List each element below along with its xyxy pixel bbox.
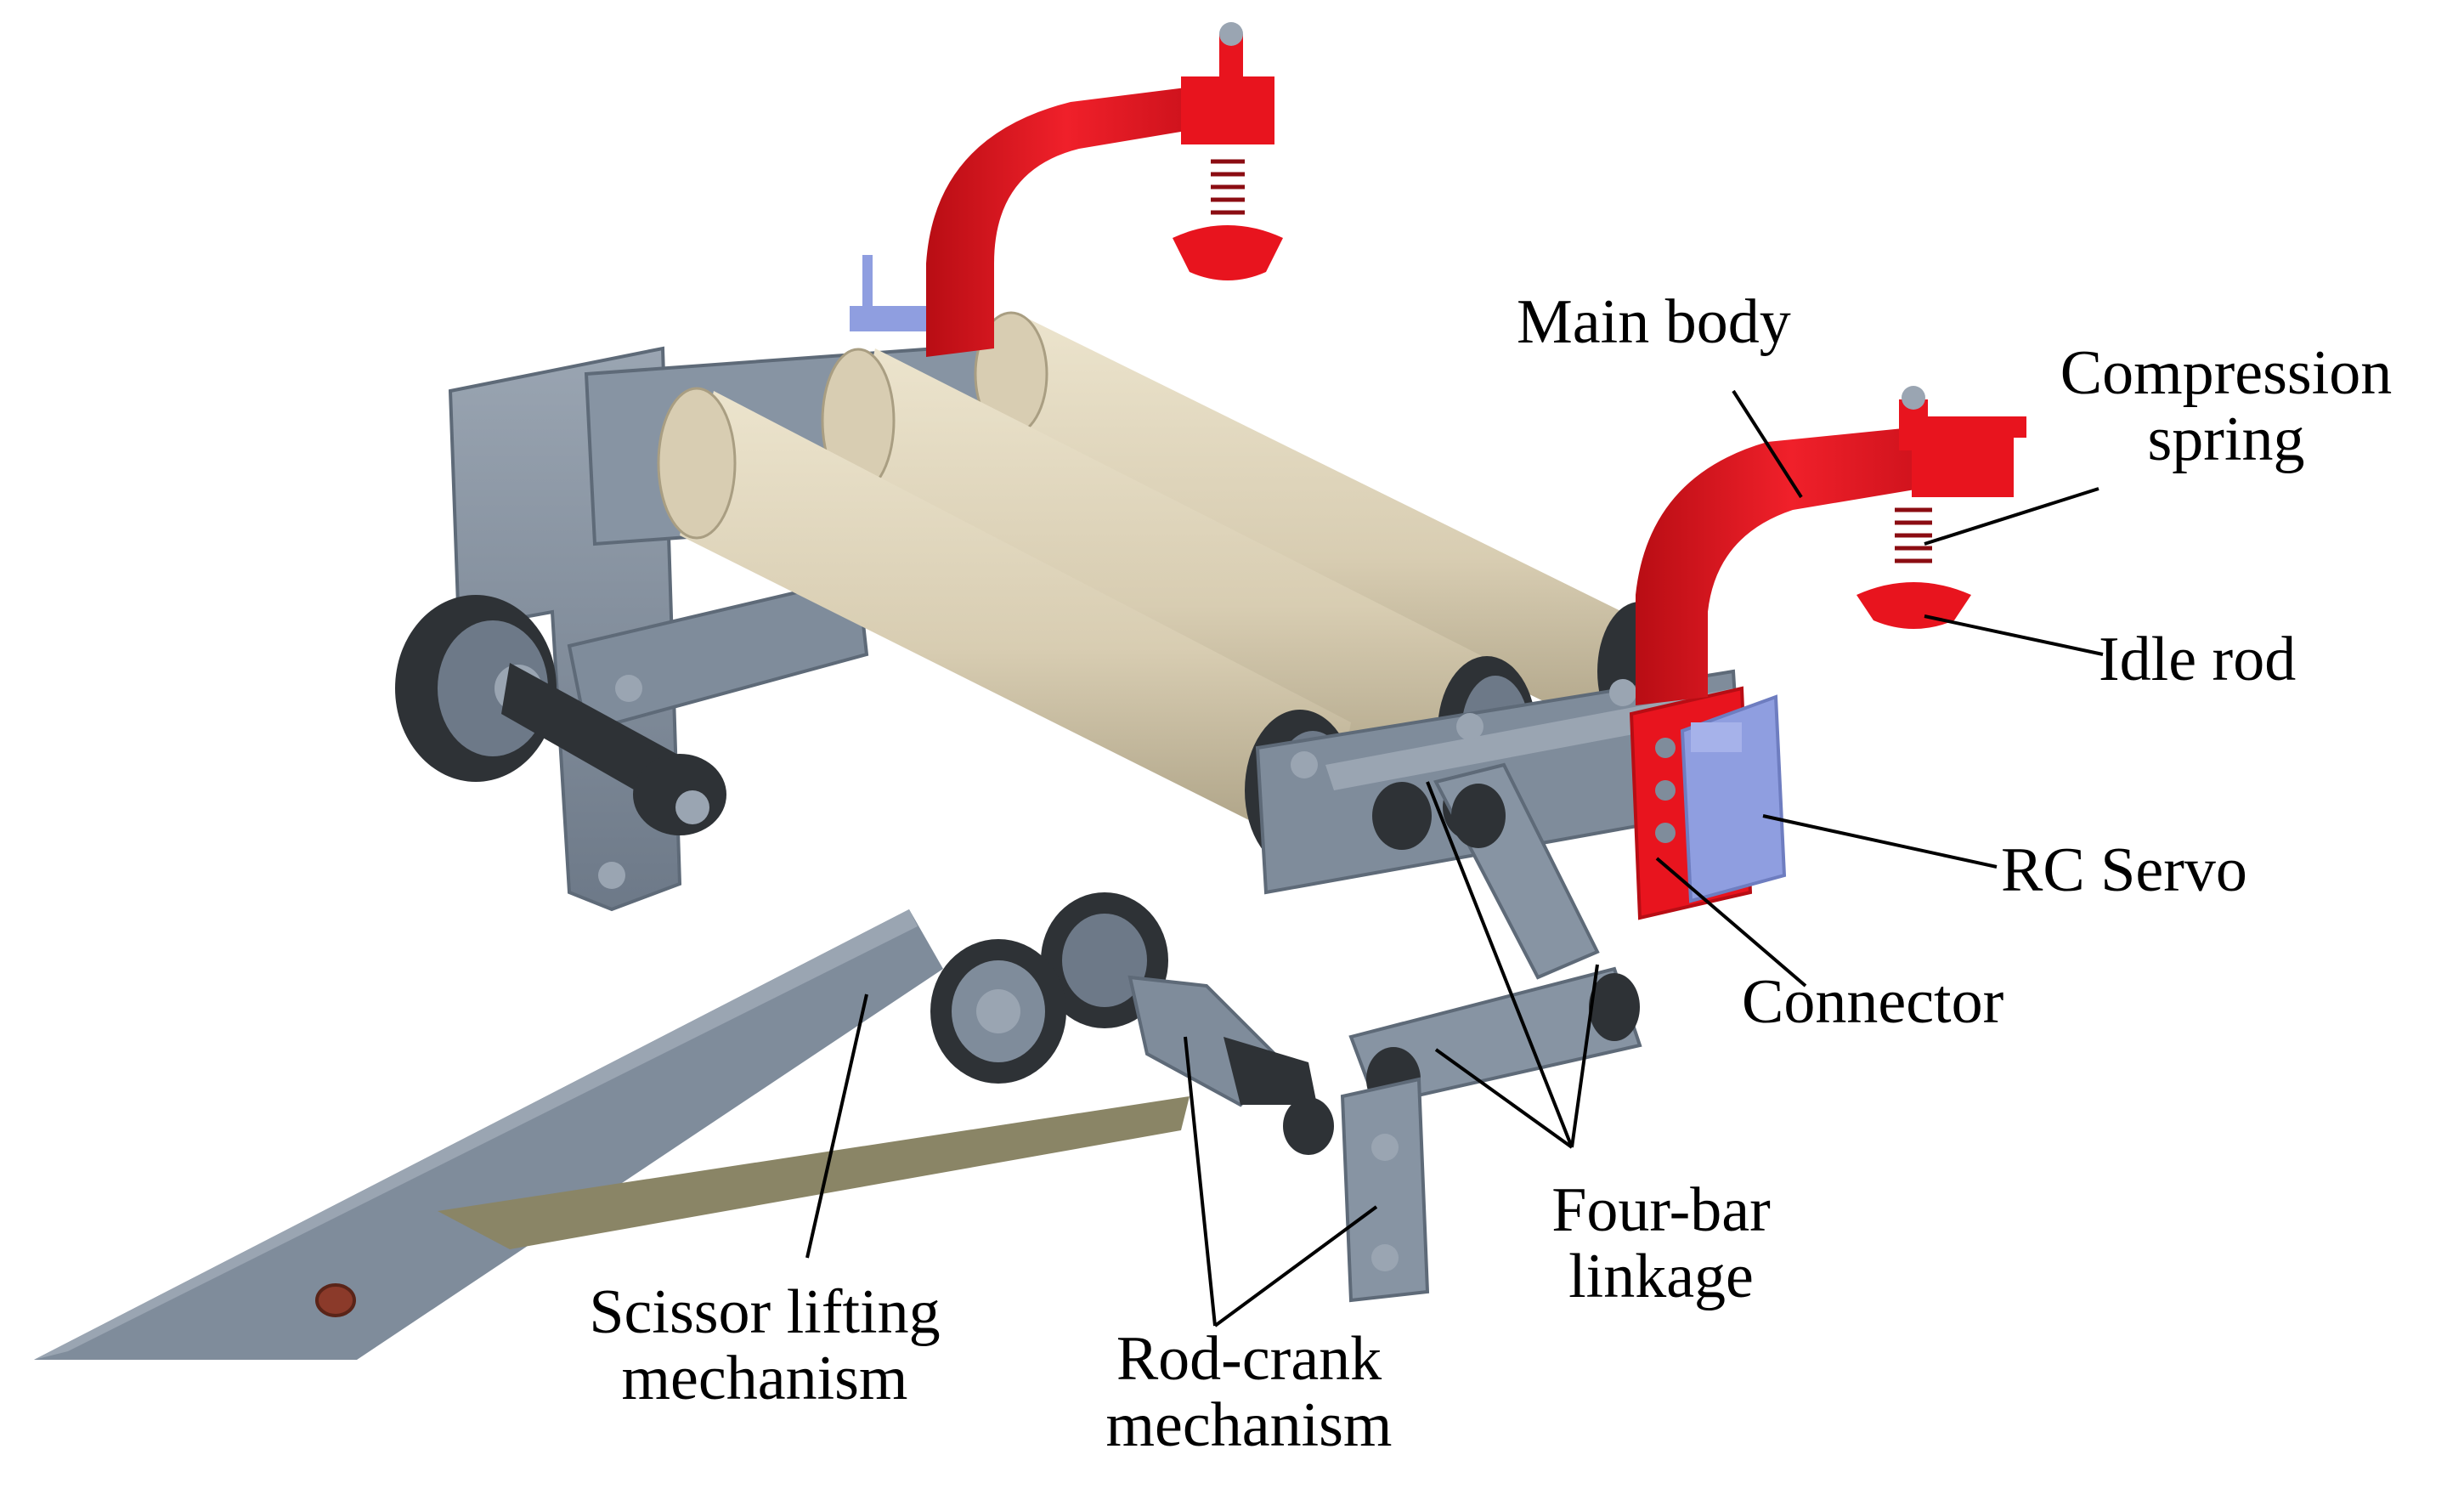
label-four-bar-linkage: Four-bar linkage [1478,1177,1844,1310]
label-idle-rod: Idle rod [2099,625,2297,694]
label-scissor-lifting-mechanism: Scissor lifting mechanism [544,1279,986,1412]
label-rc-servo: RC Servo [2001,835,2247,905]
label-compression-spring: Compression spring [2014,340,2439,473]
leader-connector [1655,857,1807,988]
label-rod-crank-line2: mechanism [1105,1390,1393,1460]
leader-idle-rod [1924,614,2104,656]
four-bar-linkage [1340,762,1642,1303]
leader-four-bar-3 [1570,964,1599,1148]
label-main-body: Main body [1517,287,1791,357]
idle-rod-pad [1856,582,1971,629]
leader-four-bar-1 [1426,781,1574,1148]
leader-main-body [1732,389,1803,499]
label-rod-crank-mechanism: Rod-crank mechanism [1054,1326,1444,1458]
label-four-bar-line1: Four-bar [1551,1175,1771,1245]
label-connector: Connector [1742,967,2004,1037]
scissor-lifting-mechanism [34,909,1190,1360]
leader-compression-spring [1924,487,2099,546]
pivot-hole [315,1283,356,1317]
label-four-bar-line2: linkage [1568,1242,1754,1311]
compression-spring [1895,507,1932,563]
leader-rod-crank-2 [1213,1205,1378,1327]
label-rod-crank-line1: Rod-crank [1116,1324,1382,1394]
rc-servo [1680,694,1787,903]
leader-lines [805,389,2104,1327]
rod-crank-mechanism [930,892,1334,1155]
leader-scissor [805,993,868,1259]
leader-rc-servo [1762,814,1998,869]
label-scissor-line2: mechanism [621,1344,908,1413]
idle-arm-back [850,22,1283,357]
label-compression-spring-line2: spring [2147,405,2305,474]
leader-four-bar-2 [1434,1048,1574,1149]
leader-rod-crank-1 [1184,1036,1217,1327]
idle-arm-front [1636,386,2026,705]
label-compression-spring-line1: Compression [2060,338,2393,408]
label-scissor-line1: Scissor lifting [589,1277,941,1347]
